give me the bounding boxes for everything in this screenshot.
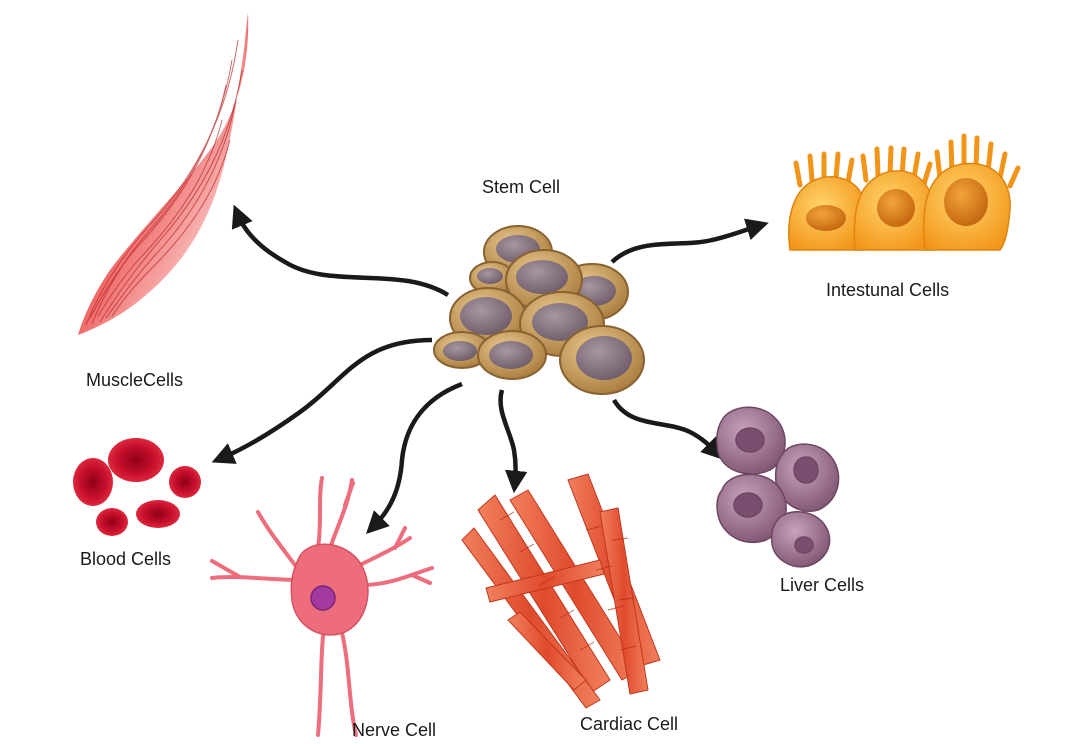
label-intestinal-cells: Intestunal Cells xyxy=(826,280,950,300)
arrow-to-muscle xyxy=(231,204,450,297)
label-stem-cell: Stem Cell xyxy=(482,177,561,197)
label-blood-cells: Blood Cells xyxy=(80,549,172,569)
liver-cells-illustration xyxy=(716,406,840,568)
label-liver-cells: Liver Cells xyxy=(780,575,865,595)
label-nerve-cell: Nerve Cell xyxy=(352,720,437,740)
arrow-to-liver xyxy=(612,398,724,460)
arrows xyxy=(211,204,769,534)
muscle-cell-illustration xyxy=(78,12,249,335)
nerve-cell-illustration xyxy=(210,476,434,737)
stem-cell-cluster xyxy=(433,225,645,395)
label-cardiac-cell: Cardiac Cell xyxy=(580,714,679,734)
blood-cells-illustration xyxy=(73,438,201,536)
intestinal-cells-illustration xyxy=(788,133,1021,251)
cardiac-cell-illustration xyxy=(461,473,661,709)
arrow-to-cardiac xyxy=(498,389,528,494)
label-muscle-cells: MuscleCells xyxy=(86,370,184,390)
arrow-to-intestinal xyxy=(610,218,769,264)
arrow-to-blood xyxy=(211,337,433,464)
arrow-to-nerve xyxy=(366,381,463,534)
